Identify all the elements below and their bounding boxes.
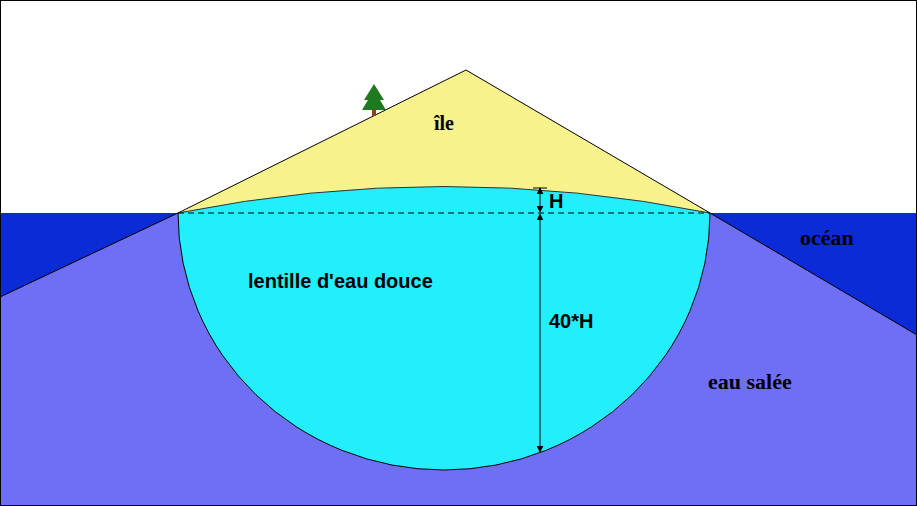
depth-label: 40*H — [549, 310, 593, 332]
height-label: H — [549, 190, 563, 212]
seabed-line — [0, 213, 178, 297]
sea-level-line — [178, 213, 710, 214]
seabed-line — [710, 213, 917, 335]
dimension-arrow — [540, 188, 541, 212]
water-table — [178, 187, 710, 214]
freshwater-lens — [178, 187, 710, 471]
tree-icon — [362, 84, 386, 116]
salt-water-label: eau salée — [708, 370, 792, 394]
ocean-right — [710, 213, 917, 335]
dimension-tick — [533, 188, 547, 189]
lens-label: lentille d'eau douce — [248, 270, 433, 292]
lens-boundary — [178, 213, 710, 470]
ocean-left — [0, 213, 178, 297]
ocean-label: océan — [800, 226, 854, 250]
island-label: île — [434, 112, 454, 134]
dimension-arrow — [540, 214, 541, 452]
